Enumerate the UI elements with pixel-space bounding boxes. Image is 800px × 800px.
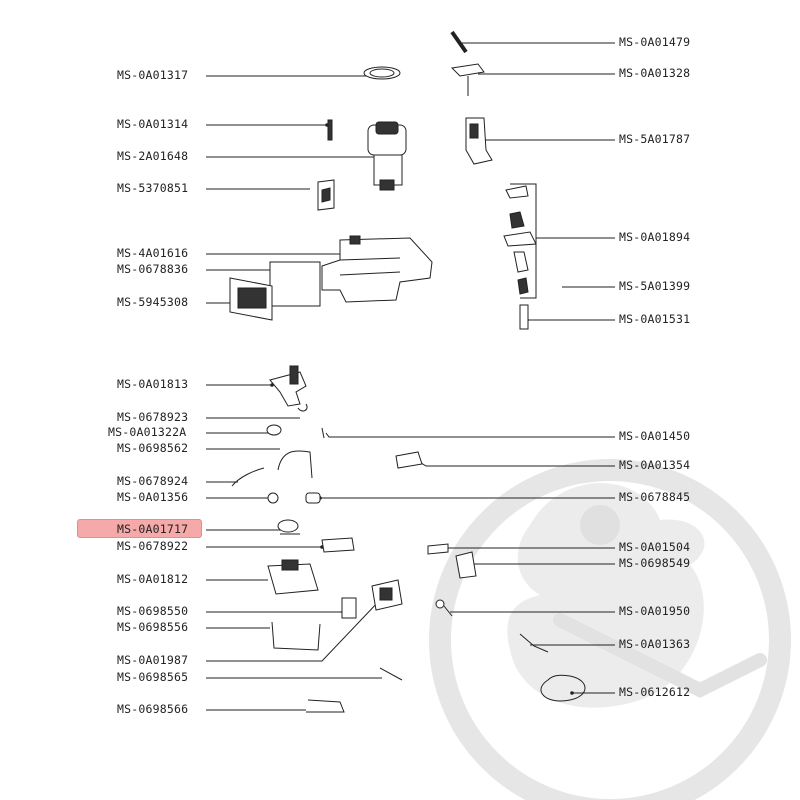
part-label[interactable]: MS-5370851 xyxy=(117,181,189,195)
part-label[interactable]: MS-0A01950 xyxy=(619,604,691,618)
part-label[interactable]: MS-0A01531 xyxy=(619,312,691,326)
part-label[interactable]: MS-0A01479 xyxy=(619,35,691,49)
part-label[interactable]: MS-0678924 xyxy=(117,474,189,488)
part-label[interactable]: MS-0678923 xyxy=(117,410,189,424)
part-label[interactable]: MS-0A01987 xyxy=(117,653,189,667)
part-label[interactable]: MS-0A01812 xyxy=(117,572,189,586)
part-label[interactable]: MS-0A01314 xyxy=(117,117,189,131)
part-label[interactable]: MS-0698550 xyxy=(117,604,189,618)
part-label[interactable]: MS-5A01399 xyxy=(619,279,691,293)
part-label[interactable]: MS-4A01616 xyxy=(117,246,189,260)
part-label[interactable]: MS-5945308 xyxy=(117,295,189,309)
part-label[interactable]: MS-0678845 xyxy=(619,490,691,504)
part-label[interactable]: MS-0698566 xyxy=(117,702,189,716)
part-label[interactable]: MS-0A01894 xyxy=(619,230,691,244)
part-label[interactable]: MS-0A01813 xyxy=(117,377,189,391)
part-label[interactable]: MS-0A01328 xyxy=(619,66,691,80)
part-label[interactable]: MS-0698565 xyxy=(117,670,189,684)
part-label[interactable]: MS-0678922 xyxy=(117,539,189,553)
highlighted-part-marker xyxy=(77,519,202,538)
part-label[interactable]: MS-0A01363 xyxy=(619,637,691,651)
part-label[interactable]: MS-0A01322A xyxy=(108,425,187,439)
part-label[interactable]: MS-5A01787 xyxy=(619,132,691,146)
part-label[interactable]: MS-0698549 xyxy=(619,556,691,570)
part-label[interactable]: MS-0A01317 xyxy=(117,68,189,82)
part-label[interactable]: MS-0A01504 xyxy=(619,540,691,554)
part-label[interactable]: MS-0678836 xyxy=(117,262,189,276)
part-label[interactable]: MS-0698562 xyxy=(117,441,189,455)
part-label[interactable]: MS-0A01356 xyxy=(117,490,189,504)
part-label[interactable]: MS-2A01648 xyxy=(117,149,189,163)
part-label[interactable]: MS-0612612 xyxy=(619,685,691,699)
part-label-highlighted[interactable]: MS-0A01717 xyxy=(117,522,189,536)
part-label[interactable]: MS-0A01354 xyxy=(619,458,691,472)
part-label[interactable]: MS-0A01450 xyxy=(619,429,691,443)
part-label[interactable]: MS-0698556 xyxy=(117,620,189,634)
